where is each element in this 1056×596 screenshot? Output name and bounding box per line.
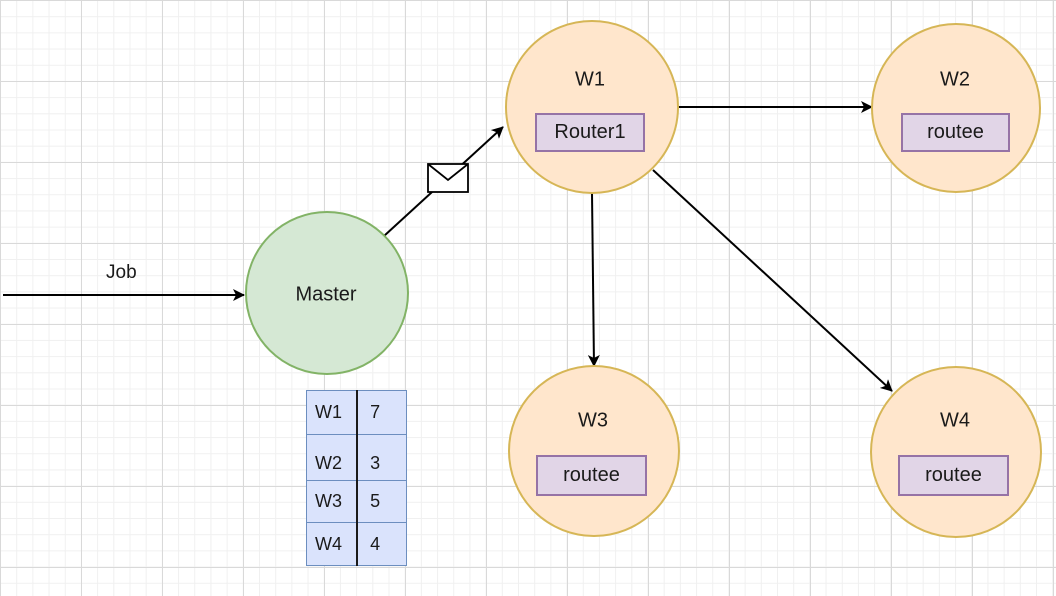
worker-load-table: W1 7 W2 3 W3 5 W4 4 <box>306 390 408 566</box>
count-cell: 3 <box>356 434 408 481</box>
envelope-icon <box>427 163 469 193</box>
w1-node[interactable] <box>505 20 679 194</box>
count-cell: 4 <box>356 522 408 566</box>
table-row: W2 3 <box>306 434 408 481</box>
w1-to-w3-edge[interactable] <box>587 192 600 367</box>
w2-node[interactable] <box>871 23 1041 193</box>
table-row: W1 7 <box>306 390 408 435</box>
w3-node[interactable] <box>508 365 680 537</box>
w2-node-label: W2 <box>940 68 970 91</box>
worker-cell: W1 <box>306 390 359 435</box>
w4-node-label: W4 <box>940 409 970 432</box>
table-row: W3 5 <box>306 480 408 523</box>
worker-cell: W4 <box>306 522 359 566</box>
count-cell: 5 <box>356 480 408 523</box>
master-node-label: Master <box>295 283 357 306</box>
w4-node[interactable] <box>870 366 1042 538</box>
w4-routee-box[interactable]: routee <box>898 455 1009 496</box>
table-row: W4 4 <box>306 522 408 566</box>
w2-routee-box[interactable]: routee <box>901 113 1010 152</box>
job-edge-label: Job <box>106 262 137 283</box>
w3-routee-box[interactable]: routee <box>536 455 647 496</box>
w3-node-label: W3 <box>578 409 608 432</box>
w1-to-w4-edge[interactable] <box>652 169 893 392</box>
worker-cell: W3 <box>306 480 359 523</box>
worker-cell: W2 <box>306 434 359 481</box>
w1-node-label: W1 <box>575 68 605 91</box>
count-cell: 7 <box>356 390 408 435</box>
w1-router-box[interactable]: Router1 <box>535 113 645 152</box>
master-node[interactable] <box>245 211 409 375</box>
